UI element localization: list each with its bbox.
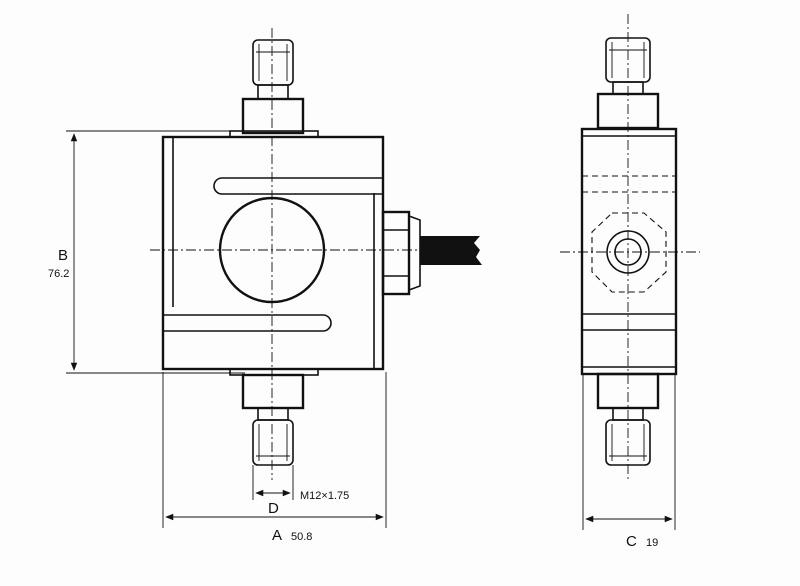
side-body: [580, 127, 678, 376]
top-hex-nut: [241, 97, 305, 135]
bottom-hex-nut: [241, 373, 305, 410]
width-value: 50.8: [291, 531, 312, 543]
side-gland-outer-circle: [606, 230, 650, 274]
width-letter: A: [272, 527, 282, 544]
cable-gland-nut: [381, 210, 411, 296]
dimension-lines: [66, 130, 676, 530]
lower-slot: [163, 314, 332, 332]
side-view: [560, 14, 700, 480]
upper-slot: [213, 177, 383, 195]
side-hidden-gland: [591, 212, 667, 293]
thickness-letter: C: [626, 533, 637, 550]
thickness-value: 19: [646, 537, 658, 549]
bottom-threaded-stud: [252, 419, 294, 466]
bottom-stud-neck: [257, 407, 289, 421]
thread-value: M12×1.75: [300, 490, 349, 502]
side-gland-inner-circle: [614, 238, 642, 266]
height-letter: B: [58, 247, 68, 264]
s-beam-body: [161, 135, 385, 371]
side-bottom-stud: [605, 419, 651, 466]
cable-gland-body: [408, 215, 421, 291]
cable: [420, 236, 482, 265]
top-stud-neck: [257, 84, 289, 100]
strain-gauge-circle: [218, 196, 326, 304]
front-view: [150, 28, 482, 480]
height-value: 76.2: [48, 268, 69, 280]
thread-letter: D: [268, 500, 279, 517]
